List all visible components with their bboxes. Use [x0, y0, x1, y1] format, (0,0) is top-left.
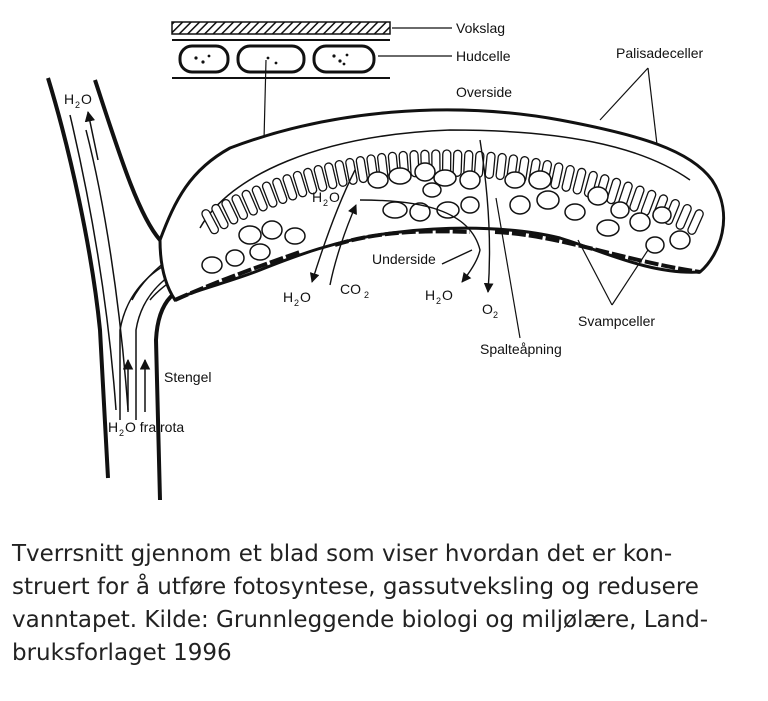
- svg-text:2: 2: [294, 298, 299, 308]
- label-overside: Overside: [456, 84, 512, 100]
- palisade-cell: [485, 152, 495, 179]
- label-hudcelle: Hudcelle: [456, 48, 511, 64]
- label-h2o-fra-rota: H 2 O fra rota: [108, 419, 184, 438]
- diagram-canvas: Vokslag Hudcelle Palisadeceller Overside…: [0, 0, 768, 510]
- svg-text:O: O: [81, 91, 92, 107]
- caption-line-2: struert for å utføre fotosyntese, gassut…: [12, 571, 760, 604]
- label-svampceller: Svampceller: [578, 313, 655, 329]
- svg-text:O: O: [300, 289, 311, 305]
- leaf-cross-section-diagram: Vokslag Hudcelle Palisadeceller Overside…: [0, 0, 768, 510]
- svg-text:H: H: [425, 287, 435, 303]
- svg-text:2: 2: [364, 290, 369, 300]
- svg-text:2: 2: [323, 198, 328, 208]
- svg-text:H: H: [108, 419, 118, 435]
- figure-caption: Tverrsnitt gjennom et blad som viser hvo…: [12, 538, 760, 670]
- caption-line-1: Tverrsnitt gjennom et blad som viser hvo…: [12, 538, 760, 571]
- label-palisadeceller: Palisadeceller: [616, 45, 703, 61]
- svg-text:CO: CO: [340, 281, 361, 297]
- svg-text:O: O: [329, 189, 340, 205]
- caption-line-4: bruksforlaget 1996: [12, 637, 760, 670]
- label-underside: Underside: [372, 251, 436, 267]
- svg-text:O: O: [442, 287, 453, 303]
- svg-text:O: O: [482, 301, 493, 317]
- svg-text:2: 2: [119, 428, 124, 438]
- svg-text:O fra rota: O fra rota: [125, 419, 184, 435]
- svg-text:2: 2: [493, 310, 498, 320]
- label-vokslag: Vokslag: [456, 20, 505, 36]
- svg-text:H: H: [64, 91, 74, 107]
- label-co2: CO 2: [340, 281, 369, 300]
- svg-text:H: H: [312, 189, 322, 205]
- label-spalteapning: Spalteåpning: [480, 341, 562, 357]
- label-h2o-top: H 2 O: [64, 91, 92, 110]
- palisade-cell: [453, 150, 462, 176]
- svg-text:2: 2: [436, 296, 441, 306]
- label-h2o-out-right: H 2 O: [425, 287, 453, 306]
- svg-text:2: 2: [75, 100, 80, 110]
- label-h2o-out-left: H 2 O: [283, 289, 311, 308]
- label-stengel: Stengel: [164, 369, 211, 385]
- svg-text:H: H: [283, 289, 293, 305]
- label-o2: O 2: [482, 301, 498, 320]
- epidermis-detail: [172, 22, 390, 78]
- caption-line-3: vanntapet. Kilde: Grunnleggende biologi …: [12, 604, 760, 637]
